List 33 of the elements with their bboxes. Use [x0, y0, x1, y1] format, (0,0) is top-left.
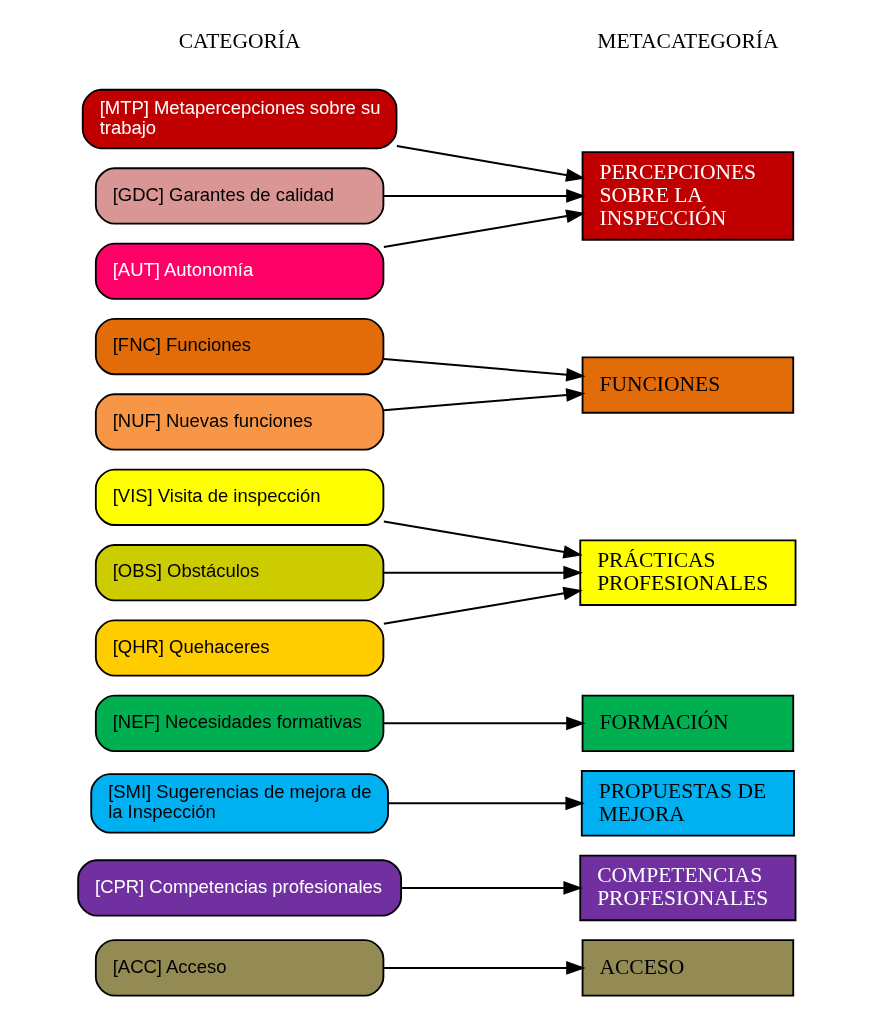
arrow	[395, 144, 586, 182]
node-box: [VIS] Visita de inspección	[94, 468, 385, 526]
node-box: [NEF] Necesidades formativas	[94, 694, 385, 752]
node-box: FORMACIÓN	[581, 694, 795, 752]
node-box: PROPUESTAS DE MEJORA	[580, 770, 795, 837]
arrow	[382, 565, 583, 580]
arrow	[382, 586, 583, 625]
node-box: [OBS] Obstáculos	[94, 544, 385, 602]
node-box: [ACC] Acceso	[94, 939, 385, 997]
node-box: PERCEPCIONES SOBRE LA INSPECCIÓN	[581, 151, 795, 241]
arrow	[382, 189, 586, 203]
node-box: [SMI] Sugerencias de mejora de la Inspección	[90, 773, 389, 834]
node-box: COMPETENCIAS PROFESIONALES	[579, 854, 797, 922]
arrow	[382, 209, 586, 249]
node-box: ACCESO	[581, 939, 795, 997]
node-box: [NUF] Nuevas funciones	[94, 393, 385, 451]
node-box: [FNC] Funciones	[94, 318, 385, 376]
node-box: [MTP] Metapercepciones sobre su trabajo	[81, 88, 398, 150]
arrow	[400, 881, 583, 895]
arrow	[382, 357, 586, 382]
arrow	[382, 388, 586, 412]
arrow	[382, 520, 583, 559]
label: CATEGORÍA	[178, 28, 301, 53]
arrow	[387, 796, 585, 811]
node-box: [QHR] Quehaceres	[94, 619, 385, 677]
arrow	[382, 716, 586, 731]
node-box: [CPR] Competencias profesionales	[77, 859, 402, 917]
node-box: FUNCIONES	[581, 356, 795, 414]
label: METACATEGORÍA	[597, 28, 779, 53]
node-box: [AUT] Autonomía	[94, 242, 385, 300]
node-box: PRÁCTICAS PROFESIONALES	[579, 539, 797, 606]
node-box: [GDC] Garantes de calidad	[94, 167, 385, 225]
arrow	[382, 961, 586, 975]
